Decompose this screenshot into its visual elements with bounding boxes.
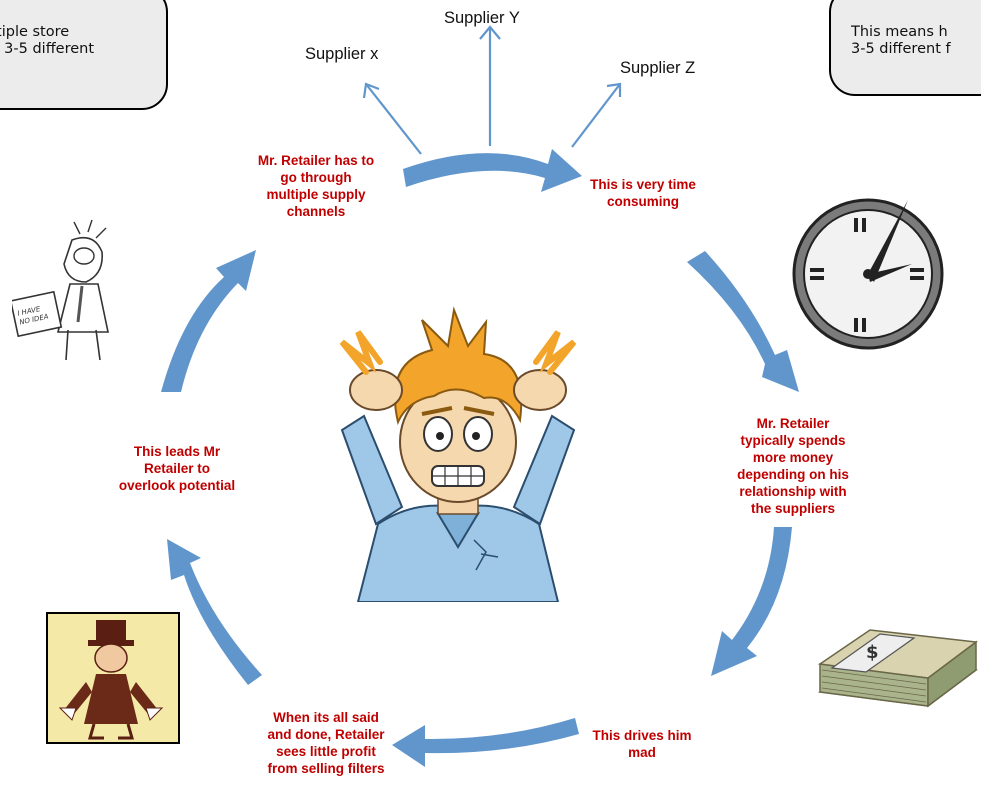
cycle-arrow-left-lower <box>167 539 262 685</box>
clock-illustration <box>792 198 944 350</box>
supplier-z-label: Supplier Z <box>620 59 696 77</box>
cycle-arrow-right-upper <box>687 251 799 392</box>
supplier-arrows <box>362 25 622 155</box>
clock-hand-minute <box>868 200 908 282</box>
step-spends-more: Mr. Retailer typically spends more money… <box>737 416 849 516</box>
step-supply-channels: Mr. Retailer has to go through multiple … <box>257 153 375 219</box>
supplier-x-label: Supplier x <box>305 45 379 63</box>
step-drives-mad: This drives him mad <box>592 728 692 760</box>
callout-right: This means h 3-5 different f <box>829 0 981 96</box>
left-arm <box>340 414 404 526</box>
right-arm <box>512 414 576 526</box>
step-overlook-potential: This leads Mr Retailer to overlook poten… <box>118 444 236 493</box>
cycle-arrow-top <box>403 149 582 192</box>
hair <box>393 306 523 426</box>
callout-left-text: ltiple store s 3-5 different <box>0 24 95 57</box>
step-little-profit: When its all said and done, Retailer see… <box>267 710 385 776</box>
step-time-consuming: This is very time consuming <box>590 177 696 209</box>
supplier-y-label: Supplier Y <box>444 9 520 27</box>
poor-man-illustration <box>46 612 180 744</box>
worried-man-illustration: I HAVENO IDEA <box>12 219 109 361</box>
money-band-symbol: $ <box>866 642 879 663</box>
money-band <box>830 633 916 673</box>
cycle-arrow-left-upper <box>161 250 256 392</box>
cycle-arrow-right-lower <box>711 527 792 676</box>
sign-board <box>12 290 63 338</box>
left-hand <box>349 369 403 411</box>
cycle-arrow-bottom <box>392 718 579 767</box>
callout-left: ltiple store s 3-5 different <box>0 0 168 110</box>
stressed-man-illustration <box>339 306 577 602</box>
clock-hand-hour <box>868 264 912 282</box>
money-stack-illustration: $ <box>818 629 978 708</box>
right-hand <box>513 369 567 411</box>
callout-right-text: This means h 3-5 different f <box>851 24 951 57</box>
